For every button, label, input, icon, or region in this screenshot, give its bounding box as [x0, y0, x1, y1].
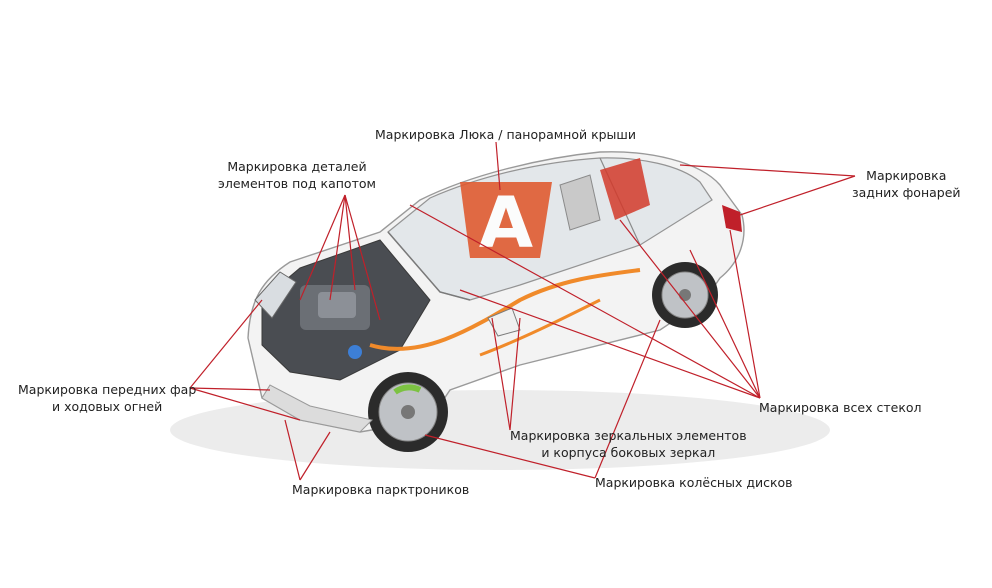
label-sunroof: Маркировка Люка / панорамной крыши [375, 126, 636, 143]
reservoir [348, 345, 362, 359]
engine-cover [318, 292, 356, 318]
side-mirror [487, 307, 521, 337]
label-parktronic-text: Маркировка парктроников [292, 482, 470, 497]
label-hood-line2: элементов под капотом [218, 176, 376, 191]
rear-wheel [652, 262, 718, 328]
label-wheels: Маркировка колёсных дисков [595, 474, 793, 491]
orange-cable [479, 298, 601, 357]
label-parktronic: Маркировка парктроников [292, 481, 469, 498]
label-windows: Маркировка всех стекол [759, 399, 922, 416]
label-hood-line1: Маркировка деталей [227, 159, 367, 174]
headlight [254, 271, 297, 319]
label-mirrors-line2: и корпуса боковых зеркал [541, 445, 716, 460]
brand-logo: A [460, 182, 552, 264]
windshield-frame [387, 231, 471, 301]
label-wheels-text: Маркировка колёсных дисков [595, 475, 793, 490]
front-wheel [368, 372, 448, 452]
tail-light [722, 205, 742, 232]
rear-seat [559, 174, 601, 231]
label-taillights: Маркировка задних фонарей [852, 167, 961, 201]
brand-logo-letter: A [479, 182, 533, 264]
label-mirrors: Маркировка зеркальных элементов и корпус… [510, 427, 747, 461]
label-headlights-line2: и ходовых огней [52, 399, 163, 414]
orange-cable [369, 268, 641, 351]
label-mirrors-line1: Маркировка зеркальных элементов [510, 428, 747, 443]
rear-seat [600, 158, 650, 220]
leader-lines [189, 141, 856, 481]
label-headlights: Маркировка передних фар и ходовых огней [18, 381, 196, 415]
label-taillights-line1: Маркировка [866, 168, 947, 183]
label-hood-parts: Маркировка деталей элементов под капотом [218, 158, 376, 192]
label-taillights-line2: задних фонарей [852, 185, 961, 200]
label-headlights-line1: Маркировка передних фар [18, 382, 197, 397]
label-windows-text: Маркировка всех стекол [759, 400, 922, 415]
label-sunroof-text: Маркировка Люка / панорамной крыши [375, 127, 636, 142]
